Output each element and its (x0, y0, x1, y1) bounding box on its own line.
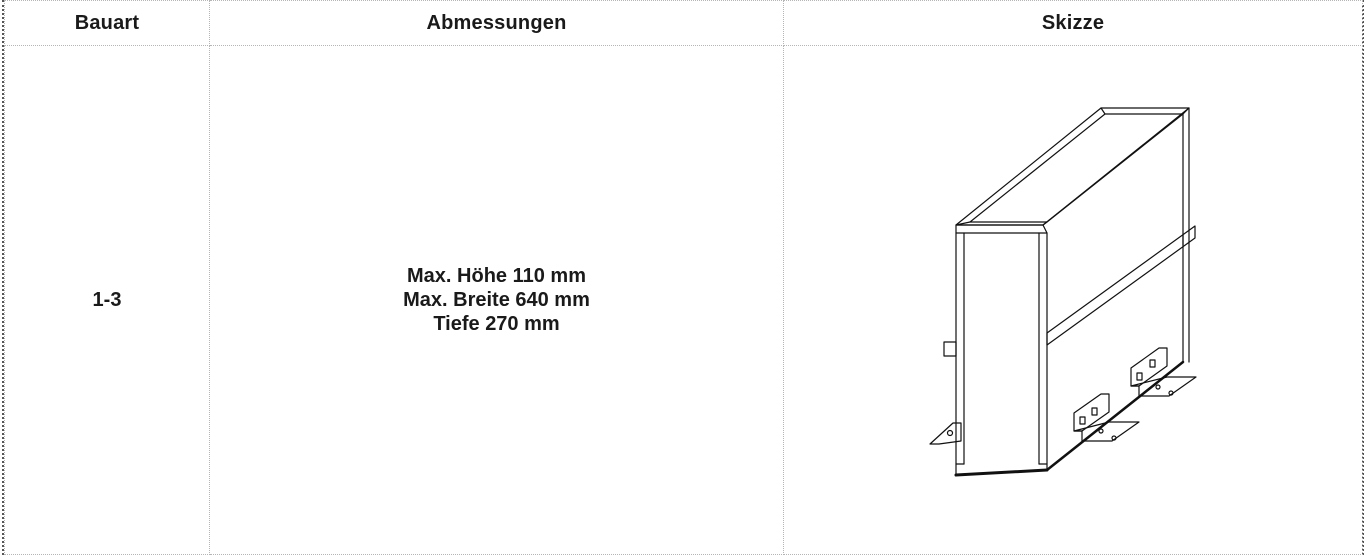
cell-bauart: 1-3 (4, 45, 210, 555)
header-abmessungen: Abmessungen (209, 0, 784, 46)
header-bauart: Bauart (4, 0, 210, 46)
table-header-row: Bauart Abmessungen Skizze (4, 0, 1363, 46)
spec-table: Bauart Abmessungen Skizze 1-3 Max. Höhe … (4, 0, 1363, 555)
bauart-value: 1-3 (92, 288, 122, 311)
cell-skizze (783, 45, 1363, 555)
table-row: 1-3 Max. Höhe 110 mm Max. Breite 640 mm … (4, 45, 1363, 555)
dimension-height: Max. Höhe 110 mm (407, 265, 586, 287)
dimension-width: Max. Breite 640 mm (403, 289, 590, 311)
dimension-depth: Tiefe 270 mm (433, 313, 560, 335)
dimensions-list: Max. Höhe 110 mm Max. Breite 640 mm Tief… (210, 264, 783, 336)
header-skizze: Skizze (783, 0, 1363, 46)
duct-housing-sketch-image (929, 107, 1197, 477)
cell-abmessungen: Max. Höhe 110 mm Max. Breite 640 mm Tief… (209, 45, 784, 555)
